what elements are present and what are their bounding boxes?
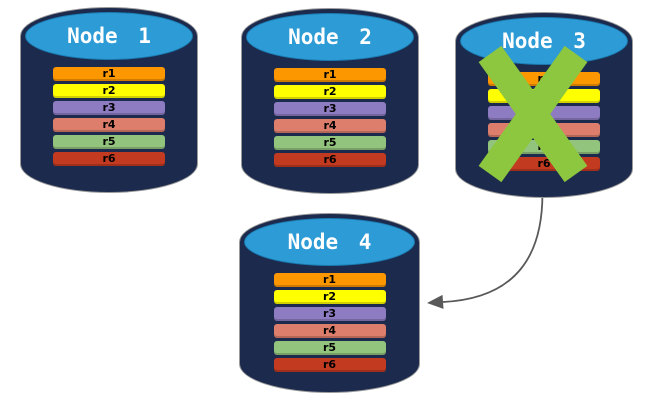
cylinder-top-face	[246, 13, 414, 61]
replica-rows: r1 r2 r3 r4 r5 r6	[53, 67, 165, 169]
row-r4: r4	[53, 118, 165, 132]
row-r2: r2	[274, 85, 386, 99]
row-r6: r6	[274, 153, 386, 167]
row-label: r4	[322, 324, 337, 337]
row-label: r1	[322, 273, 337, 286]
node-1: Node 1 r1 r2 r3 r4 r5 r6	[20, 7, 198, 193]
node-title: Node 1	[67, 24, 151, 48]
replica-rows: r1 r2 r3 r4 r5 r6	[274, 68, 386, 170]
row-label: r4	[323, 119, 337, 132]
row-r5: r5	[274, 136, 386, 150]
row-label: r3	[322, 307, 337, 320]
node-3-failure-overlay	[468, 44, 598, 184]
row-r4: r4	[274, 119, 386, 133]
row-label: r4	[102, 118, 116, 131]
row-r1: r1	[53, 67, 165, 81]
cylinder-top-face	[244, 218, 415, 266]
row-label: r5	[102, 135, 116, 148]
row-r5: r5	[273, 341, 386, 355]
cylinder-top-face	[25, 12, 193, 60]
row-label: r5	[323, 136, 337, 149]
row-label: r6	[323, 153, 337, 166]
arrow-curve	[442, 179, 544, 303]
row-label: r2	[322, 290, 337, 303]
row-label: r3	[323, 102, 337, 115]
row-r5: r5	[53, 135, 165, 149]
row-r6: r6	[53, 152, 165, 166]
node-title: Node 4	[287, 230, 372, 254]
row-label: r6	[537, 157, 551, 170]
node-title: Node 3	[502, 29, 586, 53]
row-r2: r2	[53, 84, 165, 98]
row-r3: r3	[274, 102, 386, 116]
node-2: Node 2 r1 r2 r3 r4 r5 r6	[241, 8, 419, 194]
row-r6: r6	[273, 358, 386, 372]
row-r2: r2	[273, 290, 386, 304]
row-label: r1	[102, 67, 116, 80]
row-label: r6	[322, 358, 337, 371]
row-r1: r1	[274, 68, 386, 82]
replica-rows: r1 r2 r3 r4 r5 r6	[273, 273, 386, 375]
node-4: Node 4 r1 r2 r3 r4 r5 r6	[239, 213, 420, 393]
row-r4: r4	[273, 324, 386, 338]
x-mark-icon	[478, 45, 588, 183]
arrow-head-icon	[427, 294, 444, 309]
node-title: Node 2	[288, 25, 372, 49]
row-label: r2	[102, 84, 116, 97]
row-label: r3	[102, 101, 116, 114]
row-r3: r3	[273, 307, 386, 321]
row-r3: r3	[53, 101, 165, 115]
row-label: r5	[322, 341, 337, 354]
row-label: r2	[323, 85, 337, 98]
row-label: r6	[102, 152, 116, 165]
row-label: r1	[323, 68, 337, 81]
row-r1: r1	[273, 273, 386, 287]
